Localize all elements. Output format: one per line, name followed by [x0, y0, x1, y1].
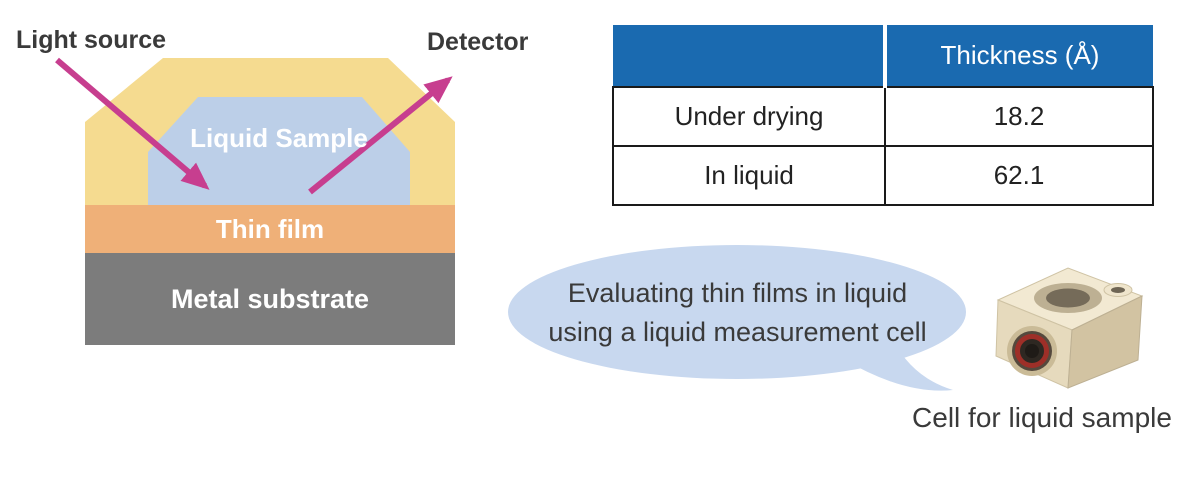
cell-photo-caption: Cell for liquid sample — [912, 402, 1172, 433]
thickness-table: Thickness (Å) Under drying 18.2 In liqui… — [612, 25, 1154, 206]
bubble-text-line-2: using a liquid measurement cell — [548, 317, 927, 347]
cell-side-face — [1067, 295, 1143, 389]
reflected-beam-arrow — [308, 76, 453, 195]
liquid-sample-label: Liquid Sample — [190, 122, 368, 153]
measurement-schematic — [55, 57, 455, 345]
thin-film-label: Thin film — [215, 213, 325, 244]
incident-beam-arrow — [55, 57, 210, 190]
bubble-text-line-1: Evaluating thin films in liquid — [567, 278, 908, 308]
metal-substrate-layer — [85, 253, 455, 345]
row-value-under-drying: 18.2 — [884, 86, 1154, 147]
liquid-cell-photo — [995, 267, 1144, 389]
table-header-thickness-cell: Thickness (Å) — [883, 25, 1153, 87]
light-source-label: Light source — [16, 26, 167, 54]
row-label-in-liquid: In liquid — [612, 145, 886, 206]
table-header-row: Thickness (Å) — [613, 25, 1153, 87]
speech-bubble-text: Evaluating thin films in liquid using a … — [515, 274, 960, 352]
cell-top-opening — [1046, 288, 1090, 308]
metal-substrate-label: Metal substrate — [170, 283, 370, 314]
liquid-sample-shape — [148, 97, 410, 205]
thin-film-layer — [85, 205, 455, 253]
cell-boss-hole — [1111, 287, 1125, 293]
detector-label: Detector — [427, 28, 529, 56]
table-row: Under drying 18.2 — [612, 86, 1154, 147]
row-label-under-drying: Under drying — [612, 86, 886, 147]
row-value-in-liquid: 62.1 — [884, 145, 1154, 206]
table-header-empty-cell — [613, 25, 885, 87]
table-row: In liquid 62.1 — [612, 145, 1154, 206]
speech-bubble-body — [508, 245, 966, 379]
cell-front-port-center — [1025, 344, 1039, 358]
speech-bubble — [508, 245, 966, 391]
